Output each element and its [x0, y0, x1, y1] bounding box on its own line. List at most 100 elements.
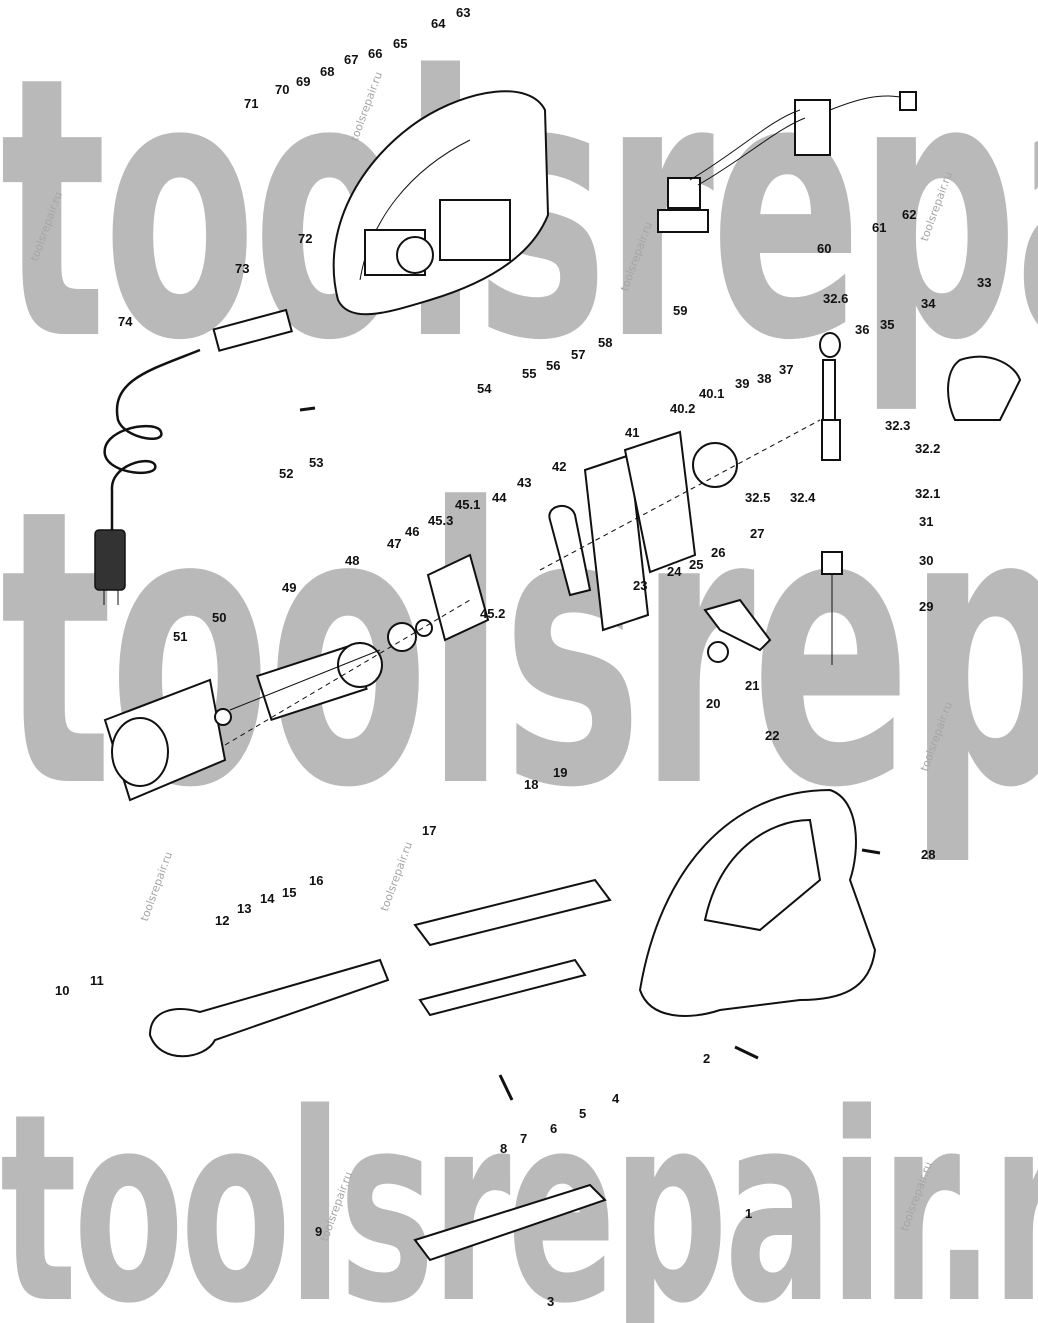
label-53: 53: [309, 455, 323, 470]
label-70: 70: [275, 82, 289, 97]
label-68: 68: [320, 64, 334, 79]
label-55: 55: [522, 366, 536, 381]
assembly-axis: [224, 419, 821, 746]
label-59: 59: [673, 303, 687, 318]
bearing-47: [387, 622, 417, 652]
watermark-row-3: toolsrepair.ru: [0, 1059, 1038, 1323]
label-19: 19: [553, 765, 567, 780]
label-18: 18: [524, 777, 538, 792]
label-20: 20: [706, 696, 720, 711]
label-48: 48: [345, 553, 359, 568]
guide-plate-41b: [623, 430, 697, 574]
gear-housing-plate: [426, 553, 490, 642]
plunger-assembly: [819, 332, 843, 665]
label-63: 63: [456, 5, 470, 20]
main-gear: [692, 442, 738, 488]
cord-sleeve: [212, 308, 293, 352]
label-29: 29: [919, 599, 933, 614]
label-60: 60: [817, 241, 831, 256]
label-69: 69: [296, 74, 310, 89]
label-64: 64: [431, 16, 446, 31]
label-1: 1: [745, 1206, 752, 1221]
label-47: 47: [387, 536, 401, 551]
front-cover: [947, 355, 1022, 421]
label-46: 46: [405, 524, 419, 539]
label-45-2: 45.2: [480, 606, 505, 621]
label-4: 4: [612, 1091, 620, 1106]
label-52: 52: [279, 466, 293, 481]
label-32-1: 32.1: [915, 486, 940, 501]
label-62: 62: [902, 207, 916, 222]
support-roller: [707, 641, 729, 663]
label-30: 30: [919, 553, 933, 568]
label-13: 13: [237, 901, 251, 916]
label-36: 36: [855, 322, 869, 337]
label-28: 28: [921, 847, 935, 862]
guide-plate-41: [583, 453, 650, 632]
label-49: 49: [282, 580, 296, 595]
dust-extraction-tube: [148, 958, 390, 1058]
label-17: 17: [422, 823, 436, 838]
handle-housing: [638, 788, 877, 1017]
label-32-5: 32.5: [745, 490, 770, 505]
power-cord: [94, 348, 201, 605]
label-58: 58: [598, 335, 612, 350]
label-45-3: 45.3: [428, 513, 453, 528]
lever-42: [548, 505, 592, 597]
label-9: 9: [315, 1224, 322, 1239]
label-3: 3: [547, 1294, 554, 1309]
label-10: 10: [55, 983, 69, 998]
label-22: 22: [765, 728, 779, 743]
label-12: 12: [215, 913, 229, 928]
label-57: 57: [571, 347, 585, 362]
label-41: 41: [625, 425, 639, 440]
label-25: 25: [689, 557, 703, 572]
label-51: 51: [173, 629, 187, 644]
label-65: 65: [393, 36, 407, 51]
label-2: 2: [703, 1051, 710, 1066]
stator: [103, 678, 227, 802]
label-74: 74: [118, 314, 133, 329]
label-44: 44: [492, 490, 507, 505]
label-15: 15: [282, 885, 296, 900]
base-shoe-6: [418, 958, 587, 1017]
label-11: 11: [90, 973, 104, 988]
label-71: 71: [244, 96, 258, 111]
label-50: 50: [212, 610, 226, 625]
label-35: 35: [880, 317, 894, 332]
label-32-3: 32.3: [885, 418, 910, 433]
label-39: 39: [735, 376, 749, 391]
base-shoe-3: [413, 1183, 607, 1262]
label-61: 61: [872, 220, 886, 235]
label-32-6: 32.6: [823, 291, 848, 306]
label-16: 16: [309, 873, 323, 888]
label-56: 56: [546, 358, 560, 373]
housing-half: [332, 90, 550, 316]
label-8: 8: [500, 1141, 507, 1156]
label-14: 14: [260, 891, 275, 906]
label-40-1: 40.1: [699, 386, 724, 401]
base-plate: [413, 878, 612, 947]
label-37: 37: [779, 362, 793, 377]
label-5: 5: [579, 1106, 586, 1121]
screws: [299, 406, 881, 1101]
roller-lever: [703, 598, 772, 652]
label-73: 73: [235, 261, 249, 276]
label-54: 54: [477, 381, 492, 396]
label-26: 26: [711, 545, 725, 560]
label-67: 67: [344, 52, 358, 67]
bearing-17: [415, 619, 433, 637]
label-38: 38: [757, 371, 771, 386]
label-66: 66: [368, 46, 382, 61]
label-27: 27: [750, 526, 764, 541]
label-34: 34: [921, 296, 936, 311]
label-24: 24: [667, 564, 682, 579]
label-40-2: 40.2: [670, 401, 695, 416]
label-31: 31: [919, 514, 933, 529]
label-43: 43: [517, 475, 531, 490]
label-72: 72: [298, 231, 312, 246]
label-6: 6: [550, 1121, 557, 1136]
switch-assembly: [657, 91, 917, 233]
